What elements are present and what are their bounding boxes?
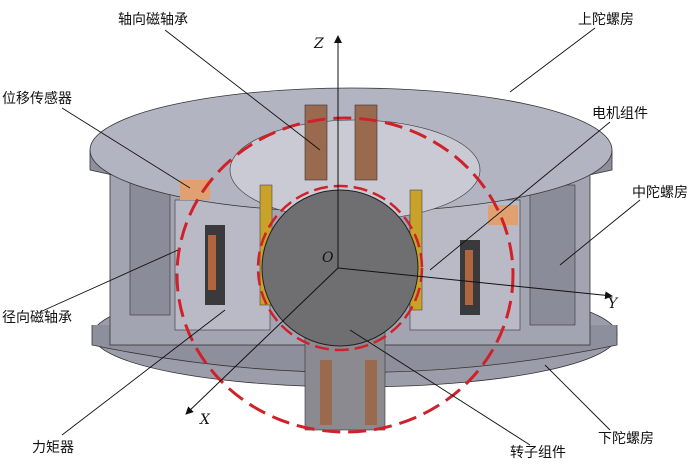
- y-axis-label: Y: [608, 296, 618, 312]
- label-lower-housing: 下陀螺房: [598, 431, 654, 447]
- label-middle-housing: 中陀螺房: [632, 185, 688, 201]
- label-radial-bearing: 径向磁轴承: [2, 310, 72, 326]
- label-torquer: 力矩器: [32, 440, 74, 456]
- outer-dashed-circle: [175, 116, 515, 434]
- label-axial-bearing: 轴向磁轴承: [118, 12, 188, 28]
- label-displacement-sensor: 位移传感器: [2, 91, 72, 107]
- origin-label: O: [322, 250, 334, 266]
- label-rotor-assembly: 转子组件: [510, 445, 566, 461]
- x-axis: [185, 267, 339, 415]
- inner-dashed-circle: [256, 184, 424, 352]
- upper-housing-shape: [89, 87, 613, 221]
- z-axis-label: Z: [314, 36, 324, 52]
- label-upper-housing: 上陀螺房: [578, 12, 634, 28]
- label-motor-assembly: 电机组件: [592, 106, 648, 122]
- y-axis: [337, 267, 613, 300]
- leader-lines: [39, 27, 641, 446]
- x-axis-label: X: [200, 412, 210, 428]
